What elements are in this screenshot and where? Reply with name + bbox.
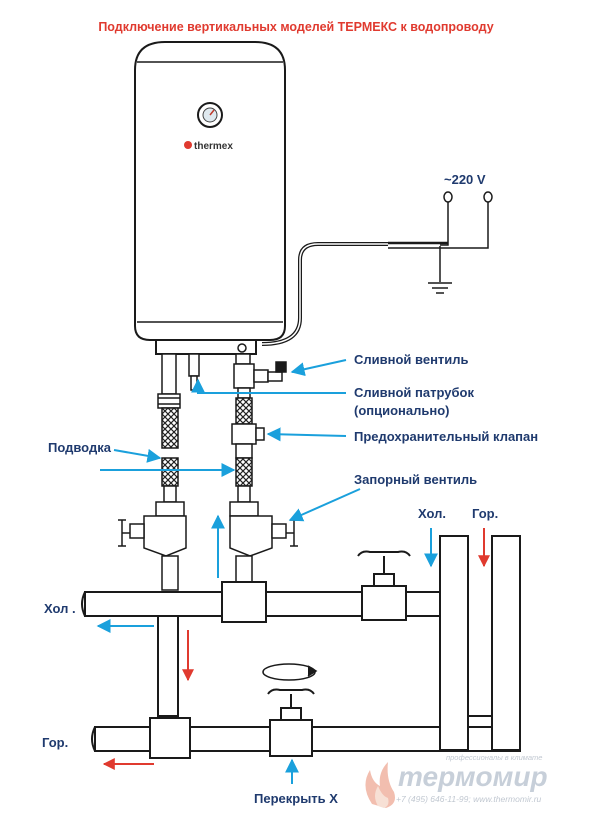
watermark-contacts: +7 (495) 646-11-99; www.thermomir.ru (396, 794, 542, 804)
shutoff-valve-left (118, 501, 187, 591)
water-heater (134, 41, 286, 355)
label-cold-top: Хол. (418, 506, 446, 521)
supply-line-left (157, 353, 181, 503)
heater-brand: thermex (194, 141, 233, 152)
socket-terminals (443, 191, 493, 203)
safety-valve (255, 427, 265, 441)
hot-flow-arrows (102, 528, 490, 770)
voltage-label: ~220 V (444, 172, 486, 187)
shutoff-valve-right (229, 501, 298, 591)
label-cold-left: Хол . (44, 601, 76, 616)
label-drain-pipe: Сливной патрубок (354, 385, 474, 400)
label-hot-left: Гор. (42, 735, 68, 750)
supply-line-right (231, 353, 257, 503)
rotation-arrow-icon (262, 663, 318, 681)
label-hot-top: Гор. (472, 506, 498, 521)
label-drain-valve: Сливной вентиль (354, 352, 469, 367)
flame-logo-icon (365, 762, 395, 808)
watermark-logo-text: термомир (398, 761, 548, 792)
watermark: термомир профессионалы в климате +7 (495… (365, 753, 548, 808)
label-safety-valve: Предохранительный клапан (354, 429, 538, 444)
heater-outlet-cap (237, 343, 247, 353)
riser-pipes (439, 535, 521, 752)
ground-icon (428, 282, 452, 294)
power-cable (261, 200, 489, 346)
cold-main-pipe (81, 550, 446, 717)
watermark-tagline: профессионалы в климате (446, 753, 542, 762)
label-supply: Подводка (48, 440, 112, 455)
label-shutoff-valve: Запорный вентиль (354, 472, 477, 487)
diagram-title: Подключение вертикальных моделей ТЕРМЕКС… (98, 20, 493, 34)
callout-arrows (96, 359, 438, 784)
gauge-icon (197, 102, 223, 128)
thermex-logo-icon (184, 141, 192, 149)
label-close-x: Перекрыть X (254, 791, 338, 806)
hot-main-pipe (91, 688, 521, 759)
drain-valve (253, 361, 287, 383)
label-drain-pipe-optional: (опционально) (354, 403, 450, 418)
